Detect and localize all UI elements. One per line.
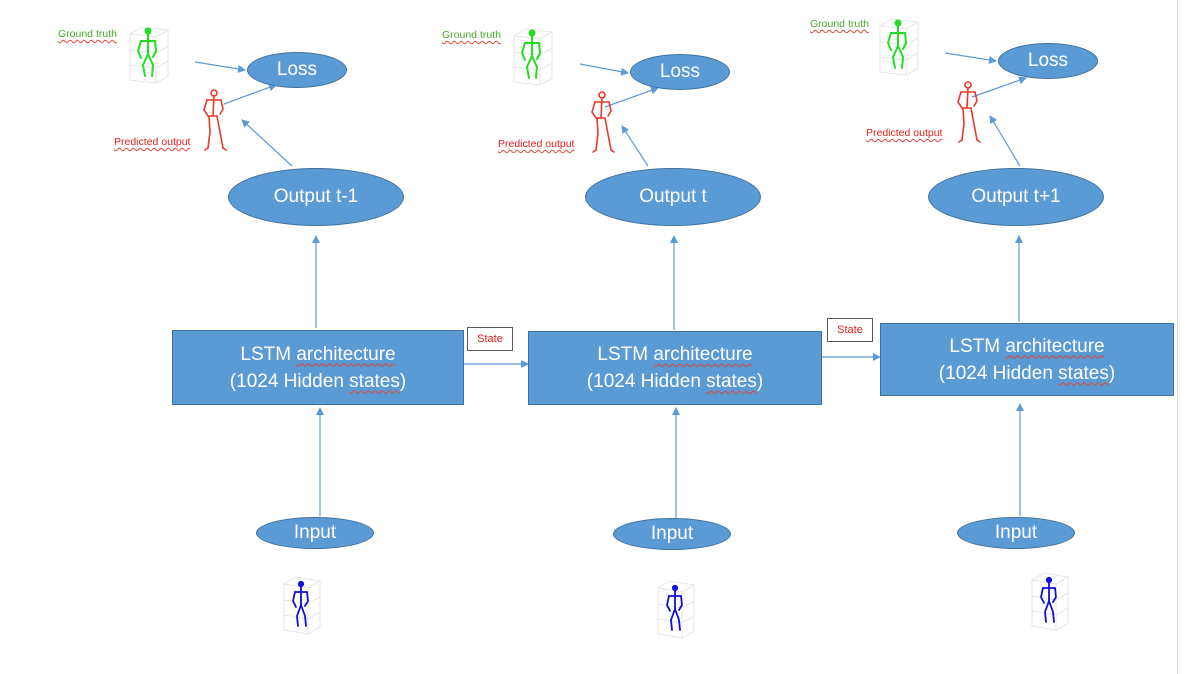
lstm-block-1: LSTM architecture (1024 Hidden states) — [172, 330, 464, 405]
lstm-title: LSTM architecture — [240, 341, 395, 368]
input-pose-icon — [280, 572, 322, 636]
output-node-t-minus-1: Output t-1 — [228, 168, 404, 226]
lstm-title-prefix: LSTM — [949, 335, 1006, 357]
ground-truth-pose-icon — [510, 22, 554, 86]
lstm-title-prefix: LSTM — [240, 343, 297, 365]
output-label: Output t — [639, 186, 707, 207]
lstm-subtitle-prefix: (1024 Hidden — [229, 370, 350, 392]
output-node-t: Output t — [585, 168, 761, 226]
input-node: Input — [957, 517, 1075, 549]
lstm-subtitle: (1024 Hidden states) — [230, 368, 406, 395]
loss-label: Loss — [659, 61, 701, 82]
arrow-output-to-prediction-2 — [621, 125, 649, 167]
loss-label: Loss — [1027, 50, 1069, 71]
lstm-subtitle-word: states — [706, 371, 757, 392]
input-pose-icon — [654, 576, 696, 640]
lstm-subtitle-prefix: (1024 Hidden — [586, 371, 707, 392]
ground-truth-label: Ground truth — [58, 28, 117, 40]
lstm-block-2: LSTM architecture (1024 Hidden states) — [528, 331, 822, 405]
loss-node: Loss — [247, 52, 347, 88]
predicted-pose-icon — [198, 86, 236, 162]
lstm-subtitle-word: states — [349, 370, 400, 392]
lstm-title: LSTM architecture — [597, 341, 752, 368]
input-node: Input — [256, 517, 374, 549]
input-label: Input — [650, 523, 694, 544]
input-pose-icon — [1028, 568, 1070, 632]
loss-node: Loss — [998, 43, 1098, 79]
input-label: Input — [994, 522, 1038, 543]
lstm-title-word: architecture — [296, 343, 396, 365]
page-edge-divider — [1177, 0, 1178, 674]
state-label: State — [837, 324, 863, 336]
arrow-ground-truth-to-loss-3 — [944, 52, 997, 64]
lstm-title: LSTM architecture — [949, 333, 1104, 360]
state-label: State — [477, 333, 503, 345]
predicted-output-label: Predicted output — [498, 138, 575, 150]
input-label: Input — [293, 522, 337, 543]
ground-truth-label: Ground truth — [810, 18, 869, 30]
arrow-prediction-to-loss-3 — [971, 76, 1027, 98]
lstm-subtitle-prefix: (1024 Hidden — [938, 362, 1059, 384]
output-label: Output t+1 — [971, 186, 1061, 207]
lstm-title-word: architecture — [1005, 335, 1105, 357]
output-node-t-plus-1: Output t+1 — [928, 168, 1104, 226]
arrow-prediction-to-loss-2 — [604, 86, 659, 108]
lstm-subtitle-suffix: ) — [1108, 362, 1116, 384]
lstm-subtitle-suffix: ) — [399, 370, 407, 392]
arrow-output-to-prediction-1 — [241, 119, 293, 167]
predicted-output-label: Predicted output — [866, 127, 943, 139]
ground-truth-label: Ground truth — [442, 29, 501, 41]
predicted-pose-icon — [586, 88, 624, 164]
ground-truth-pose-icon — [876, 12, 920, 76]
lstm-title-word: architecture — [653, 344, 753, 365]
state-label-box: State — [467, 327, 513, 351]
lstm-title-prefix: LSTM — [597, 344, 654, 365]
predicted-output-label: Predicted output — [114, 136, 191, 148]
state-label-box: State — [827, 318, 873, 342]
arrow-ground-truth-to-loss-1 — [194, 61, 246, 73]
ground-truth-pose-icon — [126, 20, 170, 84]
arrow-prediction-to-loss-1 — [223, 83, 277, 105]
arrow-output-to-prediction-3 — [989, 115, 1021, 167]
input-node: Input — [613, 518, 731, 550]
lstm-subtitle-suffix: ) — [756, 371, 764, 392]
arrow-ground-truth-to-loss-2 — [579, 63, 629, 76]
output-label: Output t-1 — [273, 186, 359, 207]
lstm-subtitle: (1024 Hidden states) — [939, 360, 1115, 387]
predicted-pose-icon — [952, 78, 990, 154]
lstm-block-3: LSTM architecture (1024 Hidden states) — [880, 323, 1174, 396]
loss-node: Loss — [630, 54, 730, 90]
loss-label: Loss — [276, 59, 318, 80]
lstm-subtitle-word: states — [1058, 362, 1109, 384]
lstm-subtitle: (1024 Hidden states) — [587, 368, 763, 395]
